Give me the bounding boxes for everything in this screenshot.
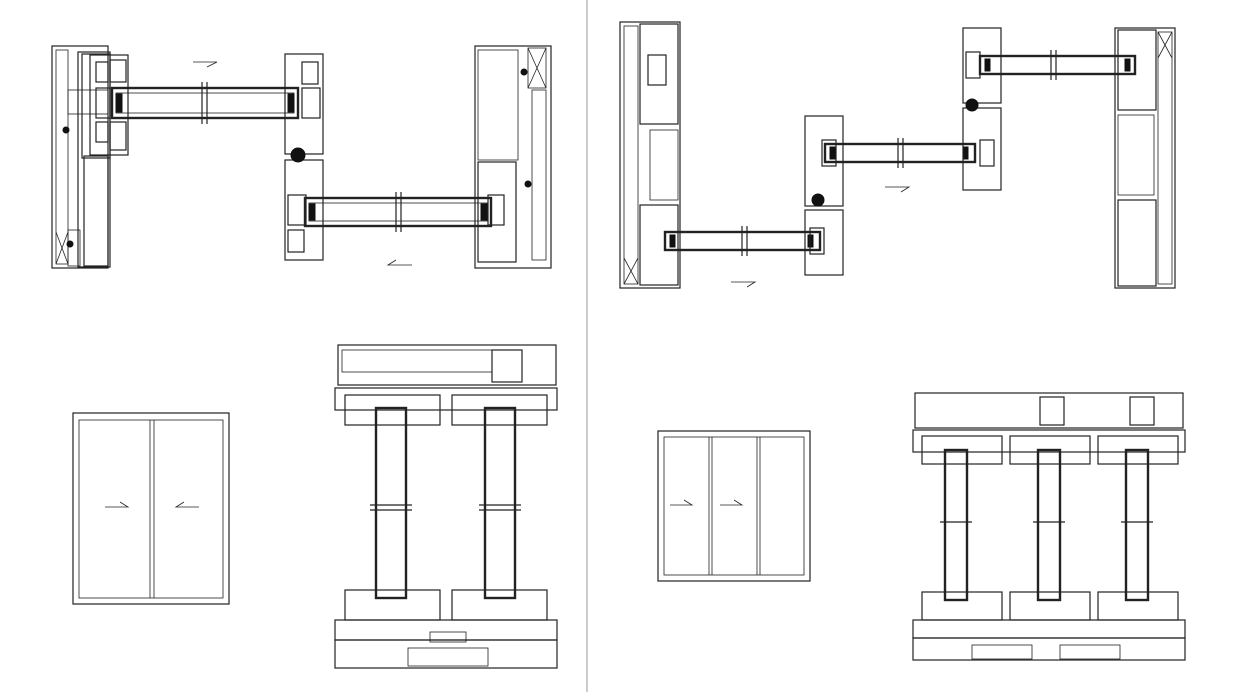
glass-panel-1: [663, 226, 822, 256]
slide-arrow-right: [670, 499, 694, 506]
section-two-panel: [334, 344, 558, 669]
left-frame-profile: [619, 21, 681, 289]
meeting-stile-profile: [284, 53, 324, 261]
slide-arrow-right: [731, 281, 757, 288]
plan-three-panel: [619, 21, 1176, 289]
right-frame-profile: [1114, 27, 1176, 289]
section-three-panel: [912, 392, 1186, 661]
glass-panel-2: [823, 138, 977, 168]
slide-arrow-right: [720, 499, 744, 506]
slide-arrow-left: [386, 259, 412, 266]
slide-arrow-left: [174, 501, 199, 508]
left-frame-profile: [51, 45, 111, 269]
glass-panel-3: [978, 50, 1137, 80]
elevation-three-panel: [657, 430, 811, 582]
middle-stile-profile: [804, 115, 844, 276]
glass-panel-1: [110, 82, 300, 124]
slide-arrow-right: [105, 501, 130, 508]
glass-panel-2: [303, 192, 493, 232]
left-sash-profile: [89, 54, 129, 156]
slide-arrow-right: [885, 186, 911, 193]
right-frame-profile: [474, 45, 552, 269]
plan-two-panel: [51, 45, 552, 269]
slide-arrow-right: [193, 61, 218, 68]
upper-stile-profile: [962, 27, 1002, 191]
elevation-two-panel: [72, 412, 230, 605]
